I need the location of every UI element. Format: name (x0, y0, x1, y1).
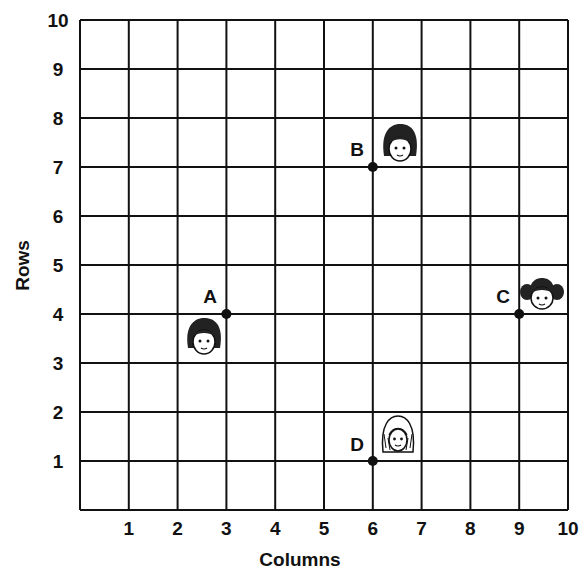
point-label: A (203, 287, 217, 306)
row-number: 8 (53, 109, 64, 128)
column-number: 2 (172, 519, 183, 538)
girl-face (382, 416, 413, 452)
point-label: C (496, 287, 510, 306)
row-number: 5 (53, 256, 64, 275)
axis-title: Rows (13, 240, 32, 291)
point-label: B (350, 140, 364, 159)
column-number: 10 (557, 519, 578, 538)
point-label: D (350, 435, 364, 454)
row-number: 2 (53, 403, 64, 422)
row-number: 7 (53, 158, 64, 177)
column-number: 4 (270, 519, 281, 538)
column-number: 1 (124, 519, 135, 538)
girl-face (187, 318, 221, 354)
axis-title: Columns (259, 550, 340, 569)
row-number: 3 (53, 354, 64, 373)
row-number: 10 (47, 11, 68, 30)
column-number: 5 (319, 519, 330, 538)
column-number: 8 (465, 519, 476, 538)
column-number: 7 (416, 519, 427, 538)
grid-points (221, 162, 524, 466)
girl-face (520, 278, 564, 309)
column-number: 3 (221, 519, 232, 538)
row-number: 4 (53, 305, 64, 324)
column-number: 6 (368, 519, 379, 538)
row-number: 1 (53, 452, 64, 471)
column-number: 9 (514, 519, 525, 538)
row-number: 9 (53, 60, 64, 79)
grid-lines (80, 20, 568, 510)
row-number: 6 (53, 207, 64, 226)
girl-face (383, 124, 417, 161)
